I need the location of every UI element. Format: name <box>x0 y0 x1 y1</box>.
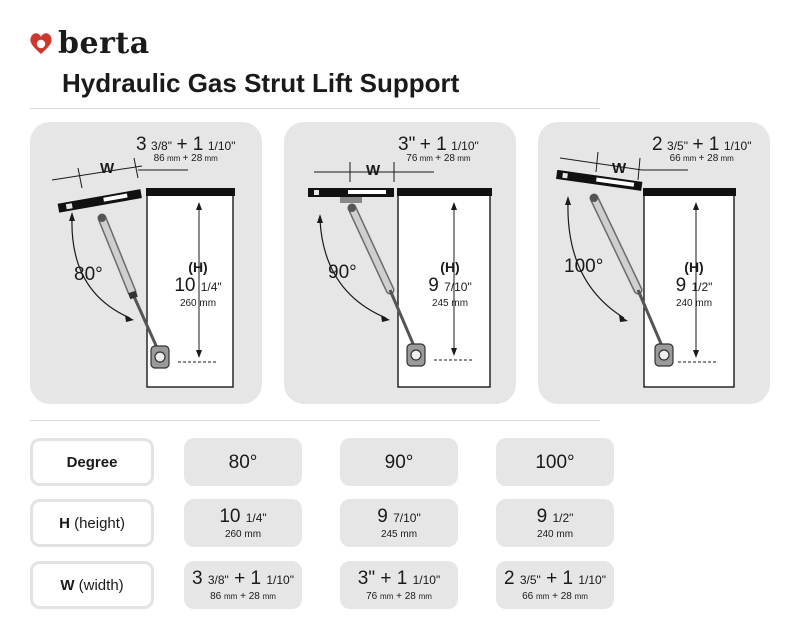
diagram-panel-80: 3 3/8" + 1 1/10" 86 mm + 28 mm W 80° (H)… <box>30 122 262 404</box>
angle-label: 90° <box>328 262 357 283</box>
diagram-panel-100: 2 3/5" + 1 1/10" 66 mm + 28 mm W 100° (H… <box>538 122 770 404</box>
height-dimension-90: (H) 9 7/10" 245 mm <box>428 259 472 310</box>
height-dimension-100: (H) 9 1/2" 240 mm <box>675 259 713 310</box>
diagram-panel-90: 3" + 1 1/10" 76 mm + 28 mm W 90° (H) 9 7… <box>284 122 516 404</box>
width-cell-80: 3 3/8" + 1 1/10" 86 mm + 28 mm <box>184 561 302 609</box>
strut-diagram-90 <box>308 162 492 388</box>
w-label: W <box>612 160 627 177</box>
width-dimension-90: 3" + 1 1/10" 76 mm + 28 mm <box>398 134 479 164</box>
height-dimension-80: (H) 10 1/4" 260 mm <box>174 259 222 310</box>
width-cell-100: 2 3/5" + 1 1/10" 66 mm + 28 mm <box>496 561 614 609</box>
height-cell-100: 9 1/2" 240 mm <box>496 499 614 547</box>
strut-diagram-100 <box>556 151 736 388</box>
title-divider <box>30 108 600 109</box>
w-label: W <box>100 160 115 177</box>
height-cell-90: 9 7/10" 245 mm <box>340 499 458 547</box>
degree-cell-80: 80° <box>184 438 302 486</box>
degree-cell-100: 100° <box>496 438 614 486</box>
height-cell-80: 10 1/4" 260 mm <box>184 499 302 547</box>
page-title: Hydraulic Gas Strut Lift Support <box>62 68 460 98</box>
brand-name: berta <box>58 25 150 61</box>
strut-diagram-80 <box>51 157 235 388</box>
angle-label: 100° <box>564 256 604 277</box>
row-label-width: W (width) <box>30 561 154 609</box>
brand-logo: berta <box>28 25 150 61</box>
row-label-degree: Degree <box>30 438 154 486</box>
row-label-height: H (height) <box>30 499 154 547</box>
width-dimension-100: 2 3/5" + 1 1/10" 66 mm + 28 mm <box>652 134 752 164</box>
table-divider <box>30 420 600 421</box>
w-label: W <box>366 162 381 179</box>
width-dimension-80: 3 3/8" + 1 1/10" 86 mm + 28 mm <box>136 134 236 164</box>
angle-label: 80° <box>74 264 103 285</box>
width-cell-90: 3" + 1 1/10" 76 mm + 28 mm <box>340 561 458 609</box>
berta-logo-icon <box>30 33 52 54</box>
degree-cell-90: 90° <box>340 438 458 486</box>
